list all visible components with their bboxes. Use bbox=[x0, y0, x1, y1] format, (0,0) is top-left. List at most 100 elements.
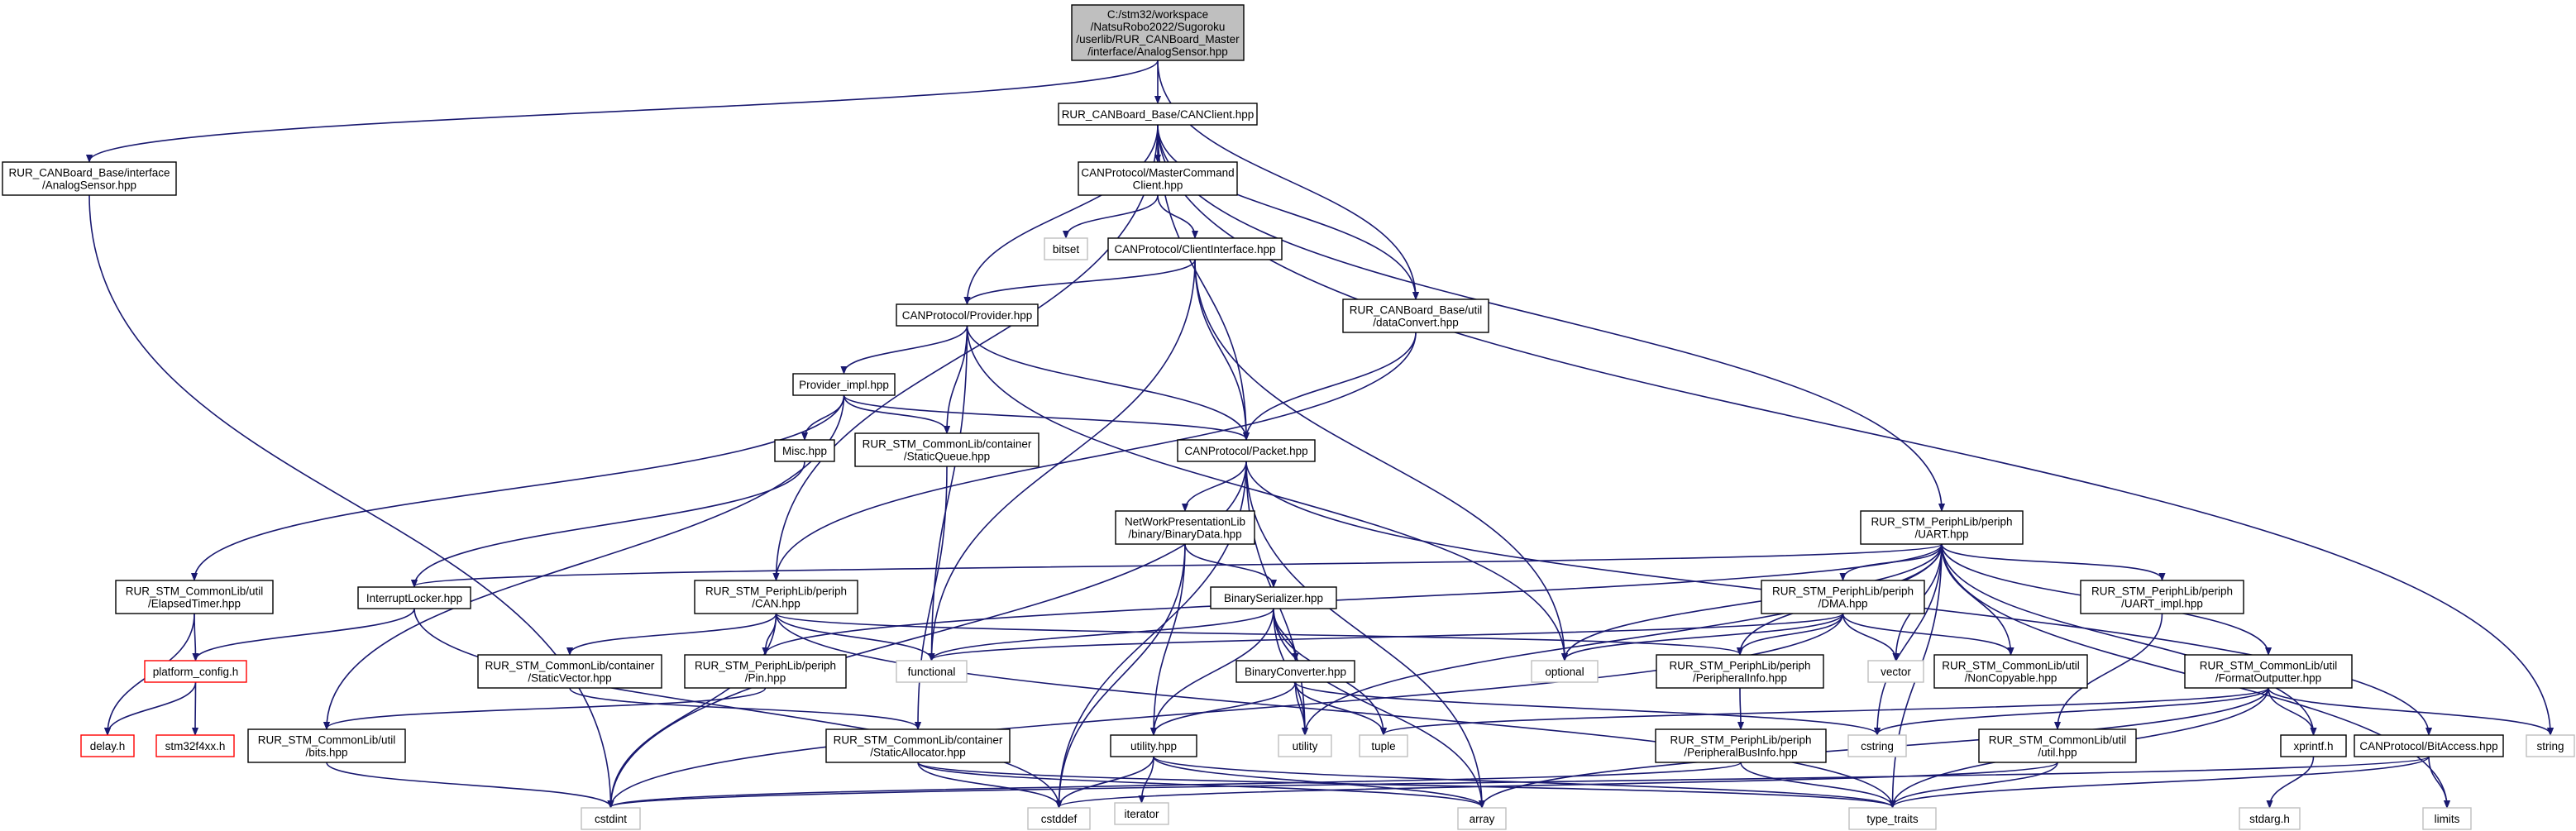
nodes-layer: C:/stm32/workspace/NatsuRobo2022/Sugorok… bbox=[2, 4, 2575, 830]
node-canclient[interactable]: RUR_CANBoard_Base/CANClient.hpp bbox=[1058, 103, 1258, 126]
node-uart-label-0: RUR_STM_PeriphLib/periph bbox=[1871, 516, 2012, 528]
edge-analogsensor-base-to-cstdint bbox=[88, 194, 611, 807]
edge-formatoutputter-to-tuple bbox=[1384, 687, 2269, 734]
node-optional-label-0: optional bbox=[1545, 666, 1584, 678]
node-misc[interactable]: Misc.hpp bbox=[774, 439, 835, 462]
node-dma[interactable]: RUR_STM_PeriphLib/periph/DMA.hpp bbox=[1761, 580, 1925, 614]
node-uart-impl-box bbox=[2080, 580, 2244, 614]
node-xprintf[interactable]: xprintf.h bbox=[2280, 734, 2347, 757]
node-util-hpp[interactable]: RUR_STM_CommonLib/util/util.hpp bbox=[1978, 728, 2137, 763]
node-iterator-box bbox=[1114, 802, 1169, 825]
node-root-box bbox=[1071, 4, 1245, 61]
node-cstdint: cstdint bbox=[581, 807, 641, 830]
node-binaryserializer[interactable]: BinarySerializer.hpp bbox=[1210, 586, 1337, 609]
node-noncopyable[interactable]: RUR_STM_CommonLib/util/NonCopyable.hpp bbox=[1933, 654, 2088, 689]
node-clientinterface-box bbox=[1107, 237, 1283, 260]
node-packet-box bbox=[1177, 439, 1316, 462]
node-delay: delay.h bbox=[80, 734, 135, 757]
node-dataconvert[interactable]: RUR_CANBoard_Base/util/dataConvert.hpp bbox=[1342, 298, 1489, 333]
node-provider-label-0: CANProtocol/Provider.hpp bbox=[902, 309, 1033, 322]
node-utility-hpp[interactable]: utility.hpp bbox=[1110, 734, 1197, 757]
edge-dma-to-functional bbox=[932, 613, 1844, 660]
edge-uart-to-uart-impl bbox=[1941, 543, 2163, 580]
node-staticqueue-label-1: /StaticQueue.hpp bbox=[904, 451, 990, 463]
edge-uart-impl-to-util-hpp bbox=[2057, 613, 2163, 728]
node-limits-box bbox=[2422, 807, 2472, 830]
node-pin[interactable]: RUR_STM_PeriphLib/periph/Pin.hpp bbox=[684, 654, 847, 689]
node-array-label-0: array bbox=[1470, 813, 1495, 825]
node-vector: vector bbox=[1867, 660, 1924, 683]
node-optional-box bbox=[1531, 660, 1599, 683]
node-peripheralinfo-label-1: /PeripheralInfo.hpp bbox=[1693, 672, 1787, 685]
node-interruptlocker[interactable]: InterruptLocker.hpp bbox=[357, 586, 471, 609]
edge-binarydata-to-utility-hpp bbox=[1154, 543, 1186, 734]
node-pin-label-0: RUR_STM_PeriphLib/periph bbox=[695, 660, 836, 672]
node-provider-impl-box bbox=[792, 373, 896, 396]
node-elapsedtimer[interactable]: RUR_STM_CommonLib/util/ElapsedTimer.hpp bbox=[115, 580, 274, 614]
node-cstring-label-0: cstring bbox=[1861, 740, 1894, 752]
edge-staticqueue-to-staticallocator bbox=[918, 466, 948, 728]
node-cstdint-label-0: cstdint bbox=[595, 813, 627, 825]
edge-platform-config-to-stm32f4xx bbox=[195, 681, 196, 734]
node-elapsedtimer-label-1: /ElapsedTimer.hpp bbox=[148, 598, 241, 610]
node-stm32f4xx-label-0: stm32f4xx.h bbox=[165, 740, 226, 752]
node-analogsensor-base-label-0: RUR_CANBoard_Base/interface bbox=[8, 167, 170, 179]
edge-staticvector-to-staticallocator bbox=[569, 687, 918, 728]
node-interruptlocker-label-0: InterruptLocker.hpp bbox=[366, 592, 462, 604]
node-binarydata-label-1: /binary/BinaryData.hpp bbox=[1128, 528, 1241, 541]
node-provider[interactable]: CANProtocol/Provider.hpp bbox=[896, 303, 1039, 327]
edge-bitaccess-to-type-traits bbox=[1893, 756, 2430, 807]
node-utility: utility bbox=[1278, 734, 1332, 757]
node-clientinterface[interactable]: CANProtocol/ClientInterface.hpp bbox=[1107, 237, 1283, 260]
node-analogsensor-base-box bbox=[2, 161, 177, 196]
node-staticallocator[interactable]: RUR_STM_CommonLib/container/StaticAlloca… bbox=[825, 728, 1011, 763]
edge-binaryserializer-to-functional bbox=[932, 608, 1274, 660]
edge-clientinterface-to-provider bbox=[968, 259, 1196, 303]
node-can[interactable]: RUR_STM_PeriphLib/periph/CAN.hpp bbox=[694, 580, 858, 614]
node-staticqueue[interactable]: RUR_STM_CommonLib/container/StaticQueue.… bbox=[854, 432, 1039, 467]
node-canclient-box bbox=[1058, 103, 1258, 126]
node-uart[interactable]: RUR_STM_PeriphLib/periph/UART.hpp bbox=[1860, 510, 2024, 545]
node-staticvector[interactable]: RUR_STM_CommonLib/container/StaticVector… bbox=[477, 654, 662, 689]
node-binaryconverter-box bbox=[1235, 660, 1355, 683]
node-stm32f4xx: stm32f4xx.h bbox=[155, 734, 235, 757]
node-peripheralbusinfo[interactable]: RUR_STM_PeriphLib/periph/PeripheralBusIn… bbox=[1655, 728, 1827, 763]
edge-dma-to-cstdint bbox=[611, 613, 1844, 807]
node-formatoutputter-label-1: /FormatOutputter.hpp bbox=[2215, 672, 2321, 685]
node-root-label-3: /interface/AnalogSensor.hpp bbox=[1087, 45, 1228, 58]
node-limits: limits bbox=[2422, 807, 2472, 830]
node-binaryconverter[interactable]: BinaryConverter.hpp bbox=[1235, 660, 1355, 683]
node-staticallocator-label-0: RUR_STM_CommonLib/container bbox=[834, 734, 1003, 747]
node-utility-label-0: utility bbox=[1293, 740, 1318, 752]
node-cstddef-box bbox=[1027, 807, 1091, 830]
node-provider-impl[interactable]: Provider_impl.hpp bbox=[792, 373, 896, 396]
edge-provider-impl-to-elapsedtimer bbox=[194, 394, 845, 580]
node-uart-impl[interactable]: RUR_STM_PeriphLib/periph/UART_impl.hpp bbox=[2080, 580, 2244, 614]
node-staticvector-label-0: RUR_STM_CommonLib/container bbox=[485, 660, 655, 672]
node-peripheralbusinfo-label-1: /PeripheralBusInfo.hpp bbox=[1684, 747, 1797, 759]
node-pin-label-1: /Pin.hpp bbox=[745, 672, 786, 685]
node-root[interactable]: C:/stm32/workspace/NatsuRobo2022/Sugorok… bbox=[1071, 4, 1245, 61]
node-staticqueue-label-0: RUR_STM_CommonLib/container bbox=[863, 438, 1032, 451]
node-bits[interactable]: RUR_STM_CommonLib/util/bits.hpp bbox=[247, 728, 406, 763]
edge-provider-impl-to-packet bbox=[843, 394, 1247, 439]
node-binarydata[interactable]: NetWorkPresentationLib/binary/BinaryData… bbox=[1115, 510, 1255, 545]
node-xprintf-label-0: xprintf.h bbox=[2293, 740, 2333, 752]
edge-packet-to-binarydata bbox=[1185, 461, 1247, 510]
node-bitaccess[interactable]: CANProtocol/BitAccess.hpp bbox=[2354, 734, 2504, 757]
node-analogsensor-base[interactable]: RUR_CANBoard_Base/interface/AnalogSensor… bbox=[2, 161, 177, 196]
node-functional: functional bbox=[896, 660, 968, 683]
node-vector-box bbox=[1867, 660, 1924, 683]
node-util-hpp-label-1: /util.hpp bbox=[2038, 747, 2077, 759]
node-formatoutputter[interactable]: RUR_STM_CommonLib/util/FormatOutputter.h… bbox=[2184, 654, 2353, 689]
node-can-label-1: /CAN.hpp bbox=[752, 598, 801, 610]
edge-binaryconverter-to-cstring bbox=[1294, 681, 1878, 734]
node-tuple-box bbox=[1359, 734, 1408, 757]
edge-dma-to-noncopyable bbox=[1842, 613, 2011, 654]
node-peripheralinfo[interactable]: RUR_STM_PeriphLib/periph/PeripheralInfo.… bbox=[1656, 654, 1824, 689]
edge-dataconvert-to-can bbox=[777, 332, 1417, 580]
node-uart-impl-label-0: RUR_STM_PeriphLib/periph bbox=[2091, 585, 2233, 598]
node-packet[interactable]: CANProtocol/Packet.hpp bbox=[1177, 439, 1316, 462]
